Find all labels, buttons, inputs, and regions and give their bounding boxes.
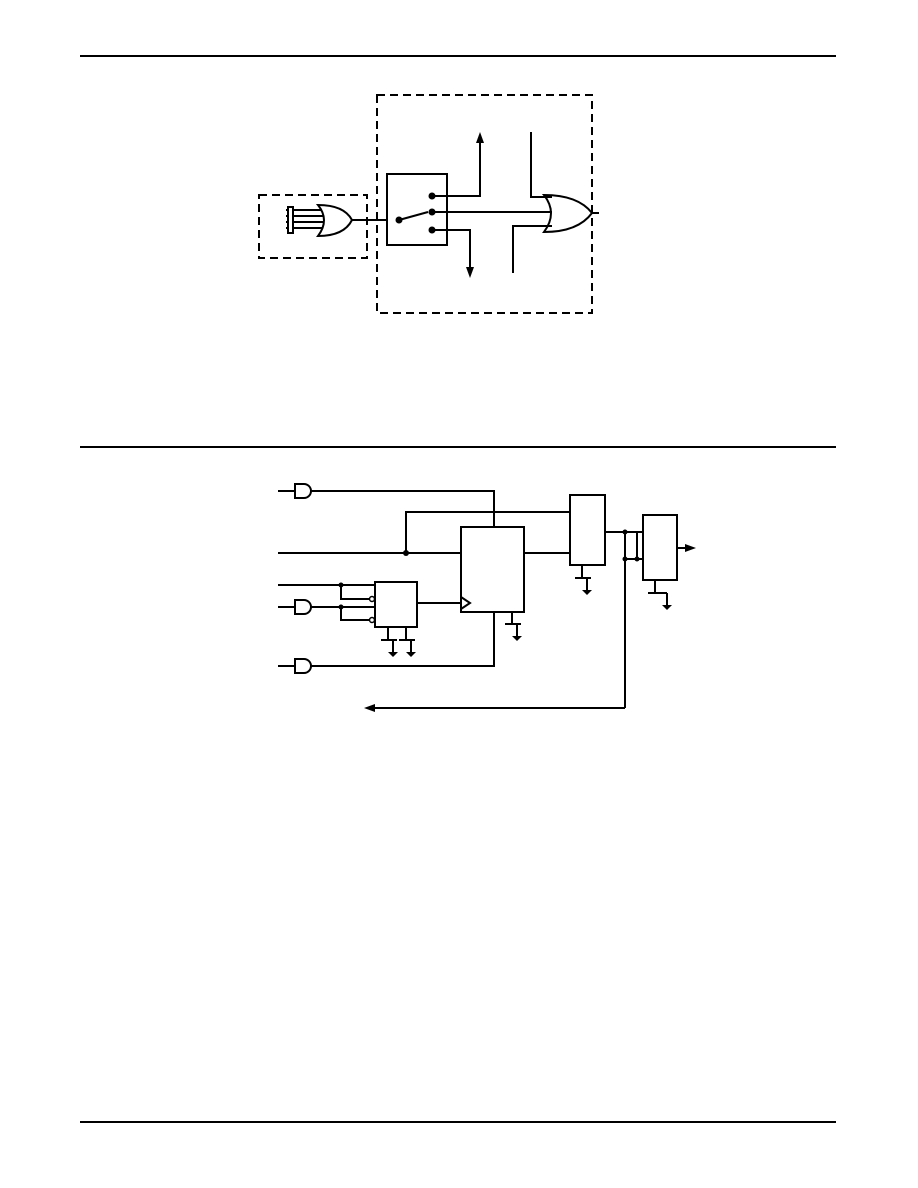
mux-selector-box <box>386 173 448 246</box>
down-arrow-icon <box>466 267 474 278</box>
and3-output-wire <box>311 612 495 667</box>
and1-output-wire <box>311 490 495 527</box>
left-arrow-icon <box>364 704 375 712</box>
ff-branch-top <box>340 585 370 600</box>
output-or-gate <box>541 193 594 234</box>
ground-icon <box>399 639 416 657</box>
top-rule <box>80 55 836 57</box>
latch-counter-diagram <box>278 483 696 712</box>
input-bus <box>286 206 324 234</box>
input-connector-icon <box>287 206 294 234</box>
and-gate-2 <box>294 599 312 615</box>
input-or-gate <box>315 203 354 238</box>
middle-rule <box>80 446 836 448</box>
and-gate-3 <box>294 658 312 674</box>
down-output-wire <box>432 229 471 270</box>
dashed-function-block <box>376 94 593 314</box>
ff-branch-bottom <box>340 607 370 621</box>
clock-input-icon <box>460 596 472 610</box>
flip-flop <box>374 581 418 628</box>
or-input-bottom-wire <box>512 225 552 273</box>
or-input-top-wire <box>530 132 552 198</box>
register-block <box>460 526 525 613</box>
output-block-2 <box>642 514 678 581</box>
feed-to-register-wire <box>405 511 570 553</box>
ground-icon <box>505 623 522 641</box>
ff-inverter-bubble-2 <box>368 616 376 624</box>
or-mux-diagram <box>258 94 599 314</box>
right-arrow-icon <box>685 544 696 552</box>
ff-inverter-bubble-1 <box>368 595 376 603</box>
dashed-input-group <box>258 194 368 259</box>
and-gate-1 <box>294 483 312 499</box>
ground-icon <box>575 577 592 595</box>
output-block-1 <box>569 494 606 566</box>
bottom-rule <box>80 1121 836 1123</box>
ground-icon <box>648 592 672 610</box>
switch-arm <box>398 211 429 221</box>
ground-icon <box>381 639 398 657</box>
up-arrow-icon <box>476 132 484 143</box>
up-output-wire <box>432 140 481 197</box>
junction-dot <box>634 556 640 562</box>
